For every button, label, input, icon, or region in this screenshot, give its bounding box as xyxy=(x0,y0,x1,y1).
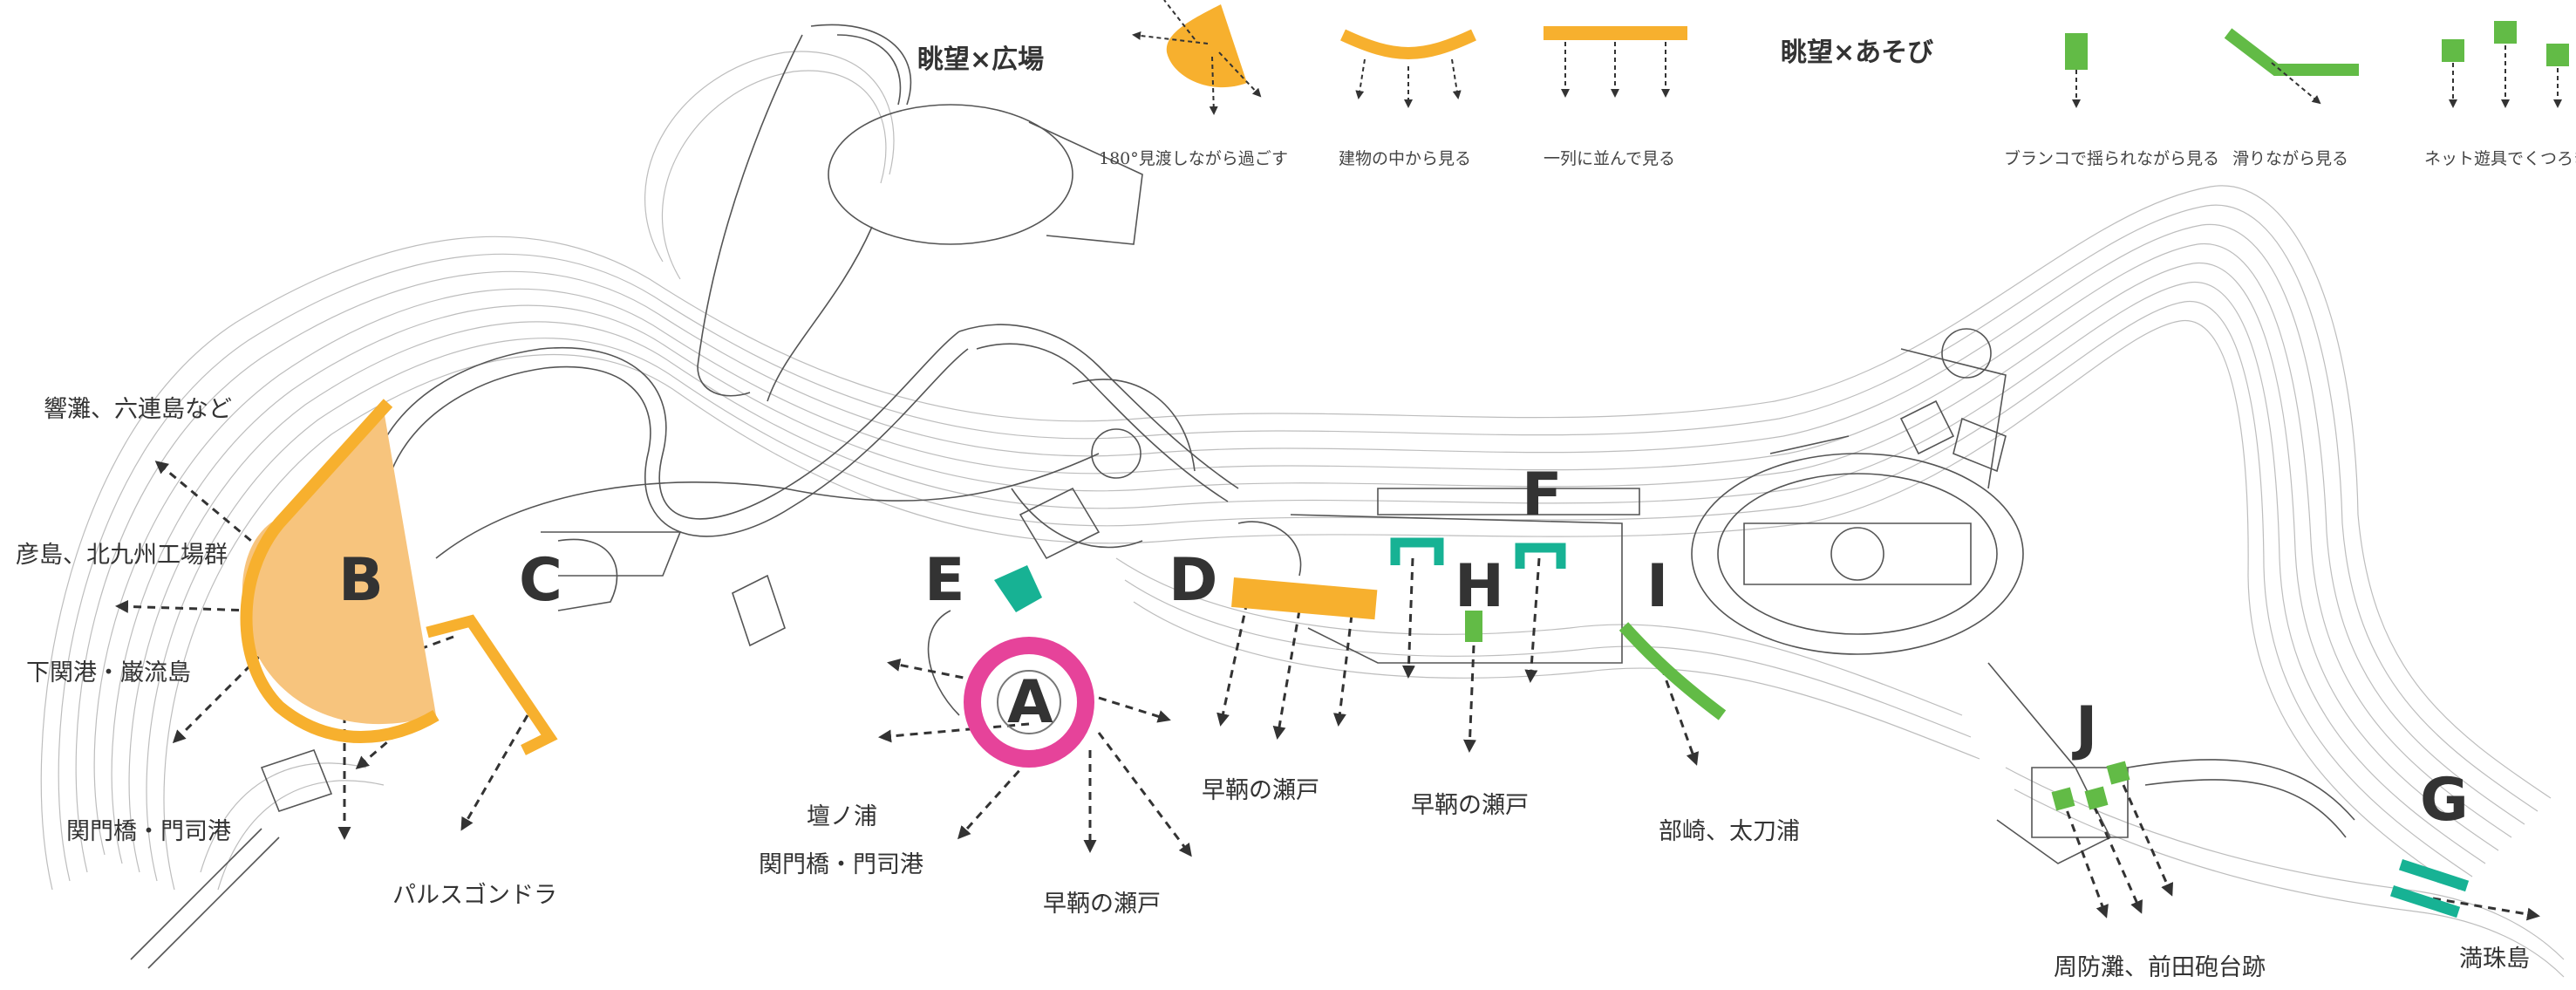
arc-building-view-icon xyxy=(1340,29,1476,108)
legend-caption-2: 建物の中から見る xyxy=(1339,149,1471,168)
zone-a-inner xyxy=(997,670,1061,734)
net-play-icon xyxy=(2442,21,2569,108)
place-label-suo: 周防灘、前田砲台跡 xyxy=(2054,954,2266,981)
zone-letter-j: J xyxy=(2072,694,2097,763)
zone-h-swing xyxy=(1465,611,1482,642)
place-label-hibiki: 響灘、六連島など xyxy=(44,396,232,423)
place-label-gondola: パルスゴンドラ xyxy=(392,882,557,909)
place-label-hayatomo-1: 早鞆の瀬戸 xyxy=(1043,891,1161,918)
zone-letter-f: F xyxy=(1522,461,1562,529)
legend-caption-4: ブランコで揺られながら見る xyxy=(2004,148,2219,168)
park-roads xyxy=(130,24,2355,969)
zone-e-marker xyxy=(994,565,1042,612)
place-label-kanmon-1: 関門橋・門司港 xyxy=(66,818,231,845)
zone-letter-e: E xyxy=(924,546,964,615)
zone-j-net-1 xyxy=(2051,787,2075,811)
zone-j-net-3 xyxy=(2106,761,2130,785)
zone-letter-i: I xyxy=(1646,552,1668,621)
legend-plaza-title: 眺望×広場 xyxy=(917,44,1044,75)
zone-d-line xyxy=(1231,577,1378,620)
zone-letter-g: G xyxy=(2420,766,2469,835)
slide-icon xyxy=(2224,28,2359,105)
zone-f-frame-left xyxy=(1390,537,1444,565)
zone-j-net-2 xyxy=(2084,786,2109,810)
semicircle-view-icon xyxy=(1132,0,1262,115)
zone-c-building xyxy=(426,614,558,755)
terrain-contours xyxy=(40,51,2565,978)
zone-g-bar-2 xyxy=(2389,885,2461,918)
zone-letter-c: C xyxy=(519,546,562,615)
place-label-manju: 満珠島 xyxy=(2459,946,2530,973)
place-label-hikoshima: 彦島、北九州工場群 xyxy=(16,542,228,569)
swing-icon xyxy=(2065,33,2088,108)
zone-letter-h: H xyxy=(1455,552,1504,621)
legend-caption-6: ネット遊具でくつろぎながら見る xyxy=(2424,149,2576,168)
zone-letters: A B C D E F G H I J xyxy=(338,461,2469,835)
legend-caption-1: 180°見渡しながら過ごす xyxy=(1099,149,1288,168)
line-view-icon xyxy=(1544,26,1687,98)
zone-letter-d: D xyxy=(1169,546,1217,615)
place-label-besaki: 部崎、太刀浦 xyxy=(1659,818,1800,845)
zone-a-ring xyxy=(964,637,1094,768)
place-label-shimonoseki: 下関港・巌流島 xyxy=(26,659,191,686)
place-label-dannoura: 壇ノ浦 xyxy=(807,803,877,830)
zone-b-semicircle xyxy=(242,410,436,725)
zone-f-frame-right xyxy=(1515,543,1566,569)
legend-caption-3: 一列に並んで見る xyxy=(1544,149,1675,168)
zone-letter-b: B xyxy=(338,546,384,615)
zone-g-bar-1 xyxy=(2398,858,2470,892)
zone-letter-a: A xyxy=(1007,668,1053,737)
view-arrows xyxy=(115,461,2540,921)
place-label-hayatomo-2: 早鞆の瀬戸 xyxy=(1202,777,1319,804)
place-labels: 響灘、六連島など 彦島、北九州工場群 下関港・巌流島 関門橋・門司港 パルスゴン… xyxy=(16,396,2530,981)
view-zones xyxy=(240,399,2470,918)
legend-play-title: 眺望×あそび xyxy=(1781,38,1933,68)
place-label-hayatomo-3: 早鞆の瀬戸 xyxy=(1411,792,1529,819)
place-label-kanmon-2: 関門橋・門司港 xyxy=(759,851,923,878)
legend-caption-5: 滑りながら見る xyxy=(2232,149,2348,168)
zone-b-arc xyxy=(240,399,440,743)
legend: 眺望×広場 眺望×あそび 180°見渡しながら過ごす 建物の中から見る 一列に並… xyxy=(917,0,2576,168)
zone-i-slide xyxy=(1619,622,1727,720)
